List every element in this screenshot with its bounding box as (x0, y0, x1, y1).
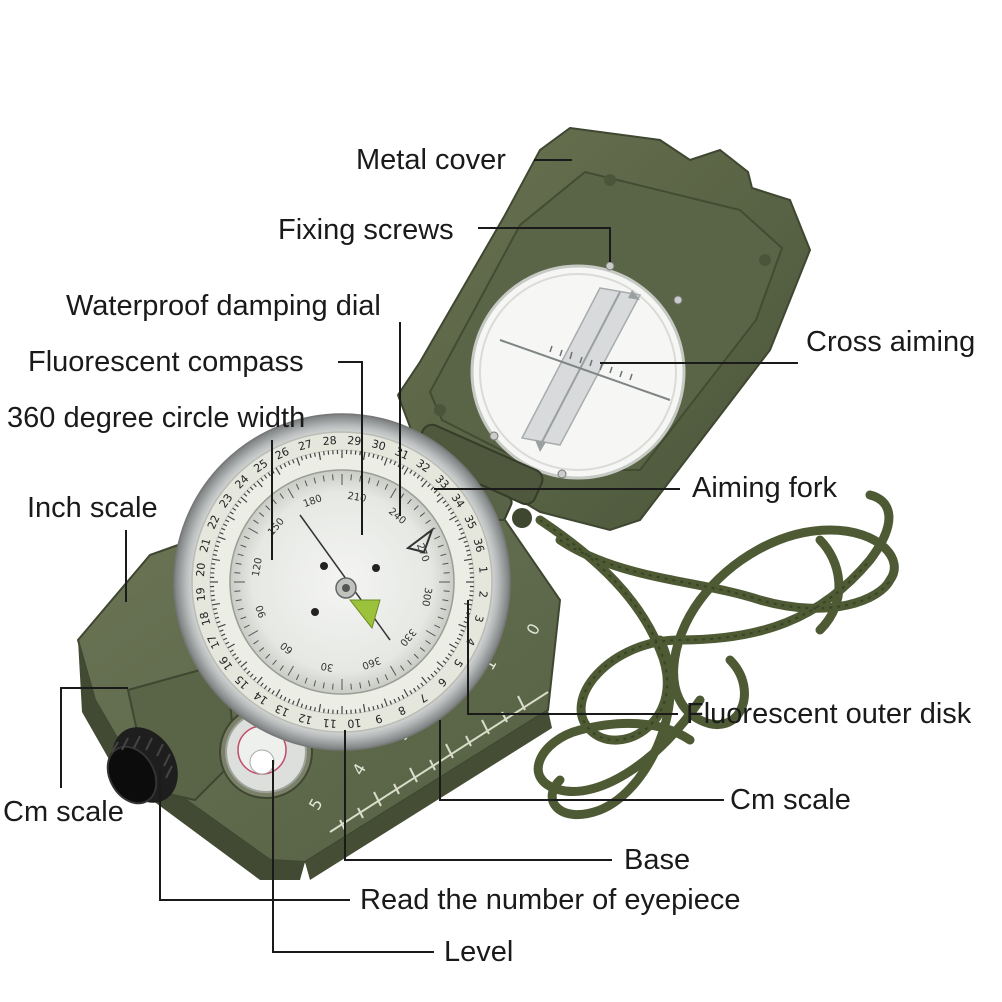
bezel-number: 10 (347, 716, 362, 730)
label-360-degree-circle: 360 degree circle width (7, 402, 306, 434)
bezel-number: 29 (347, 434, 362, 448)
bezel-number: 18 (197, 610, 213, 627)
label-inch-scale: Inch scale (27, 492, 158, 524)
bezel-number: 28 (322, 434, 337, 448)
bezel-number: 26 (273, 445, 291, 463)
bezel-number: 30 (370, 437, 387, 453)
bezel-number: 27 (297, 437, 314, 453)
bezel-number: 22 (205, 513, 223, 531)
dial-number: 300 (419, 586, 433, 607)
bezel-number: 1 (476, 566, 490, 574)
bezel-number: 2 (476, 590, 490, 598)
bezel-pointer (405, 527, 435, 554)
bezel-number: 20 (194, 562, 208, 577)
compass-needle (299, 514, 391, 641)
label-cross-aiming: Cross aiming (806, 326, 976, 358)
label-base: Base (624, 844, 691, 876)
bezel-number: 8 (396, 703, 408, 718)
bezel-number: 12 (297, 711, 314, 727)
bezel-number: 35 (461, 513, 479, 531)
eyepiece-knob (106, 727, 178, 805)
label-cm-scale-left: Cm scale (3, 796, 124, 828)
bezel-number: 9 (374, 711, 384, 725)
dial-number: 120 (251, 557, 265, 578)
bezel-number: 3 (471, 614, 485, 624)
lanyard-cord-texture (539, 519, 891, 741)
dial-number: 30 (320, 660, 334, 673)
lanyard-cord (533, 490, 899, 819)
bezel-number: 31 (393, 445, 411, 463)
bezel-number: 13 (273, 701, 291, 719)
bezel-number: 36 (471, 537, 487, 554)
label-fluorescent-outer-disk: Fluorescent outer disk (686, 698, 972, 730)
label-read-eyepiece: Read the number of eyepiece (360, 884, 741, 916)
label-waterproof-damping-dial: Waterproof damping dial (66, 290, 381, 322)
label-fluorescent-compass: Fluorescent compass (28, 346, 304, 378)
bezel-number: 17 (205, 633, 223, 651)
bezel-number: 21 (197, 537, 213, 554)
label-fixing-screws: Fixing screws (278, 214, 454, 246)
fixing-screw (605, 261, 615, 271)
dial-number: 90 (254, 603, 269, 619)
bezel-number: 11 (322, 716, 337, 730)
cross-aiming-reticle (499, 287, 671, 452)
label-aiming-fork: Aiming fork (692, 472, 838, 504)
leader-lines (60, 159, 798, 953)
bezel-number: 19 (194, 587, 208, 602)
bezel-number: 4 (463, 636, 478, 648)
label-metal-cover: Metal cover (356, 144, 506, 176)
label-cm-scale-right: Cm scale (730, 784, 851, 816)
label-level: Level (444, 936, 514, 968)
